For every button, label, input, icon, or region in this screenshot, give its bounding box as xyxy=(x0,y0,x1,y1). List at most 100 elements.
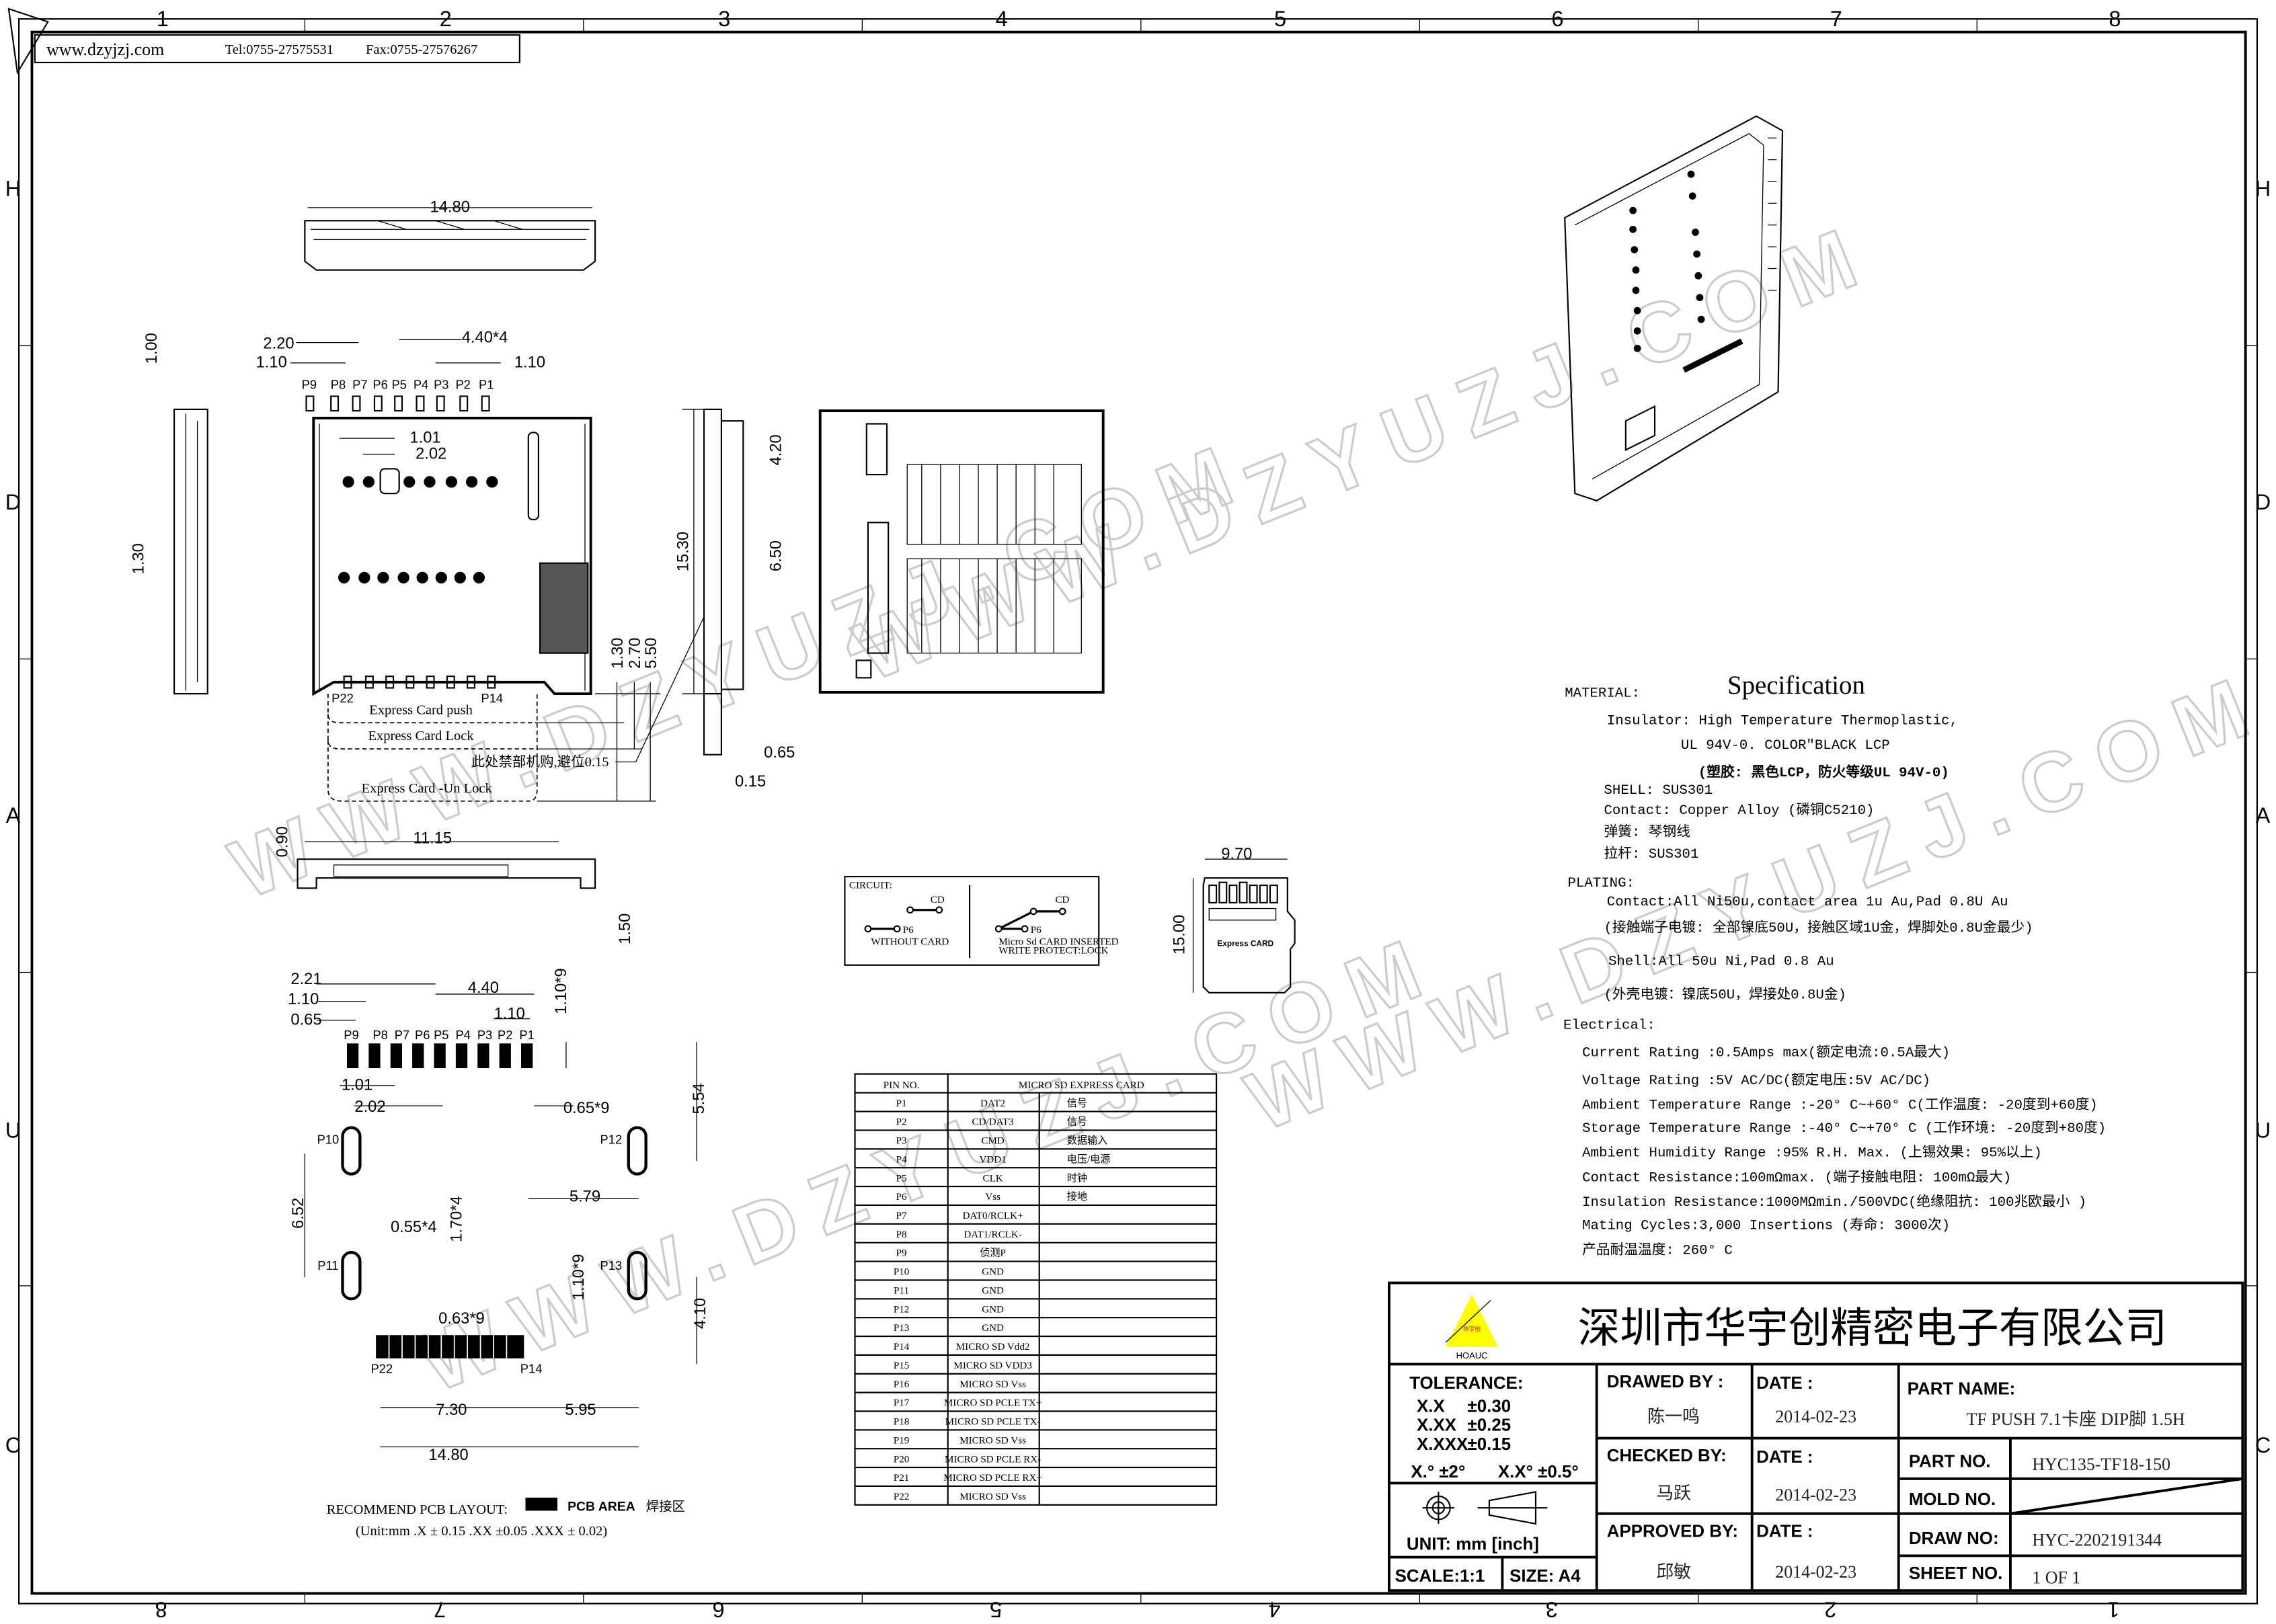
top-view: P9 P8 P7 P6 P5 P4 P3 P2 P1 2.20 1.10 4.4… xyxy=(130,329,705,802)
pin-description: 信号 xyxy=(1067,1116,1087,1128)
pin-signal: DAT2 xyxy=(980,1098,1005,1109)
svg-text:X.X: X.X xyxy=(1417,1397,1445,1416)
svg-text:APPROVED BY:: APPROVED BY: xyxy=(1607,1522,1738,1541)
pin-number: P10 xyxy=(894,1267,910,1278)
dim-label: 1.01 xyxy=(409,430,440,447)
zone-label: H xyxy=(5,177,21,201)
pin-label: P6 xyxy=(372,378,387,392)
pin-label: P5 xyxy=(391,378,406,392)
dim-label: 1.10 xyxy=(514,354,545,371)
drawing-frame: 1 2 3 4 5 6 7 8 1 2 3 4 5 6 7 8 H D A U … xyxy=(5,7,2271,1621)
zone-label: 6 xyxy=(713,1597,725,1621)
svg-text:DRAWED BY :: DRAWED BY : xyxy=(1607,1373,1724,1391)
pad-label: P12 xyxy=(600,1132,623,1146)
spec-line: Voltage Rating :5V AC/DC(额定电压:5V AC/DC) xyxy=(1582,1072,1930,1089)
pin-number: P4 xyxy=(896,1154,907,1165)
tel: Tel:0755-27575531 xyxy=(225,42,333,57)
pin-label: P7 xyxy=(395,1028,409,1042)
zone-label: D xyxy=(5,490,21,514)
svg-text:WITHOUT CARD: WITHOUT CARD xyxy=(871,937,949,948)
bottom-side-view: 0.90 11.15 1.50 xyxy=(274,826,633,944)
zone-label: 6 xyxy=(1551,7,1563,31)
pin-signal: MICRO SD PCLE TX+ xyxy=(944,1398,1042,1409)
pin-label: P2 xyxy=(455,378,470,392)
pin-signal: MICRO SD PCLE RX+ xyxy=(943,1473,1042,1484)
spec-line: UL 94V-0. COLOR"BLACK LCP xyxy=(1681,738,1890,754)
spec-line: 弹簧: 琴钢线 xyxy=(1604,824,1690,841)
svg-text:X.X° ±0.5°: X.X° ±0.5° xyxy=(1498,1463,1579,1481)
spec-line: 产品耐温温度: 260° C xyxy=(1582,1242,1733,1258)
svg-text:X.XX: X.XX xyxy=(1417,1416,1457,1435)
dim-label: 1.10*9 xyxy=(553,968,570,1014)
dim-label: 2.70 xyxy=(627,638,644,669)
svg-text:DATE :: DATE : xyxy=(1756,1448,1813,1467)
svg-text:PART NO.: PART NO. xyxy=(1909,1453,1991,1471)
pin-label: P14 xyxy=(481,691,504,705)
dim-label: 0.65 xyxy=(764,744,795,762)
pin-number: P17 xyxy=(894,1398,910,1409)
pcb-layout: P9 P8 P7 P6 P5 P4 P3 P2 P1 2.21 1.10 0.6… xyxy=(288,968,709,1539)
zone-label: D xyxy=(2255,490,2271,514)
dim-label: 7.30 xyxy=(436,1402,467,1419)
pin-number: P13 xyxy=(894,1323,910,1334)
pin-description: 数据输入 xyxy=(1067,1135,1107,1147)
pin-signal: GND xyxy=(982,1285,1004,1296)
spec-line: (塑胶: 黑色LCP，防火等级UL 94V-0) xyxy=(1698,764,1949,781)
pin-signal: MICRO SD VDD3 xyxy=(953,1361,1031,1371)
spec-line: Contact Resistance:100mΩmax. (端子接触电阻: 10… xyxy=(1582,1169,2011,1186)
size-label: SIZE: A4 xyxy=(1509,1567,1581,1586)
pin-number: P18 xyxy=(894,1417,910,1428)
dim-label: 1.50 xyxy=(617,914,634,944)
spec-line: PLATING: xyxy=(1568,876,1635,891)
pin-number: P1 xyxy=(896,1098,907,1109)
pin-number: P22 xyxy=(894,1492,910,1502)
pin-label: P8 xyxy=(331,378,346,392)
zone-label: 4 xyxy=(1268,1597,1280,1621)
pin-signal: MICRO SD PCLE RX- xyxy=(945,1454,1041,1465)
dim-label: 5.50 xyxy=(643,638,660,669)
company-logo: 华宇创 HOAUC xyxy=(1445,1294,1498,1361)
pin-description: 电压/电源 xyxy=(1067,1153,1111,1165)
pin-number: P20 xyxy=(894,1454,910,1465)
zone-label: H xyxy=(2255,177,2271,201)
spec-line: Electrical: xyxy=(1563,1018,1655,1034)
pin-label: P6 xyxy=(415,1028,430,1042)
pin-number: P6 xyxy=(896,1192,907,1203)
dim-label: 4.40 xyxy=(468,979,499,997)
dim-label: 15.30 xyxy=(674,532,692,571)
zone-label: U xyxy=(5,1119,21,1143)
pin-label: P9 xyxy=(344,1028,358,1042)
dim-label: 14.80 xyxy=(430,198,470,216)
website-link[interactable]: www.dzyjzj.com xyxy=(46,40,164,59)
svg-text:Micro Sd CARD INSERTED: Micro Sd CARD INSERTED xyxy=(998,937,1118,948)
svg-text:P6: P6 xyxy=(1031,925,1042,936)
dim-label: 2.21 xyxy=(290,971,321,988)
zone-label: 5 xyxy=(1274,7,1286,31)
spec-line: 拉杆: SUS301 xyxy=(1604,846,1698,862)
date-checked: 2014-02-23 xyxy=(1775,1485,1856,1504)
approved-by: 邱敏 xyxy=(1656,1562,1691,1582)
svg-text:华宇创: 华宇创 xyxy=(1463,1325,1481,1333)
dim-label: 4.40*4 xyxy=(462,329,508,347)
pin-signal: CMD xyxy=(981,1136,1005,1147)
pad-label: P13 xyxy=(600,1258,623,1272)
material-label: MATERIAL: xyxy=(1565,686,1640,701)
dim-label: 1.30 xyxy=(609,638,627,669)
svg-text:±0.15: ±0.15 xyxy=(1468,1435,1512,1454)
dim-label: 1.10 xyxy=(288,991,319,1008)
pin-signal: GND xyxy=(982,1323,1004,1334)
dim-label: 4.20 xyxy=(767,434,785,465)
company-name: 深圳市华宇创精密电子有限公司 xyxy=(1578,1303,2167,1352)
pin-number: P12 xyxy=(894,1304,910,1315)
dim-label: 11.15 xyxy=(414,829,453,847)
svg-text:WRITE PROTECT:LOCK: WRITE PROTECT:LOCK xyxy=(998,945,1108,956)
spec-line: Mating Cycles:3,000 Insertions (寿命: 3000… xyxy=(1582,1217,1950,1234)
dim-label: 0.65*9 xyxy=(563,1100,610,1117)
card-state-lock: Express Card Lock xyxy=(368,729,474,743)
spec-line: Current Rating :0.5Amps max(额定电流:0.5A最大) xyxy=(1582,1045,1950,1061)
spec-line: Ambient Temperature Range :-20° C~+60° C… xyxy=(1582,1096,2098,1113)
pcb-area-label-cn: 焊接区 xyxy=(646,1499,685,1514)
drawn-by: 陈一鸣 xyxy=(1647,1407,1700,1426)
zone-label: 8 xyxy=(2109,7,2121,31)
